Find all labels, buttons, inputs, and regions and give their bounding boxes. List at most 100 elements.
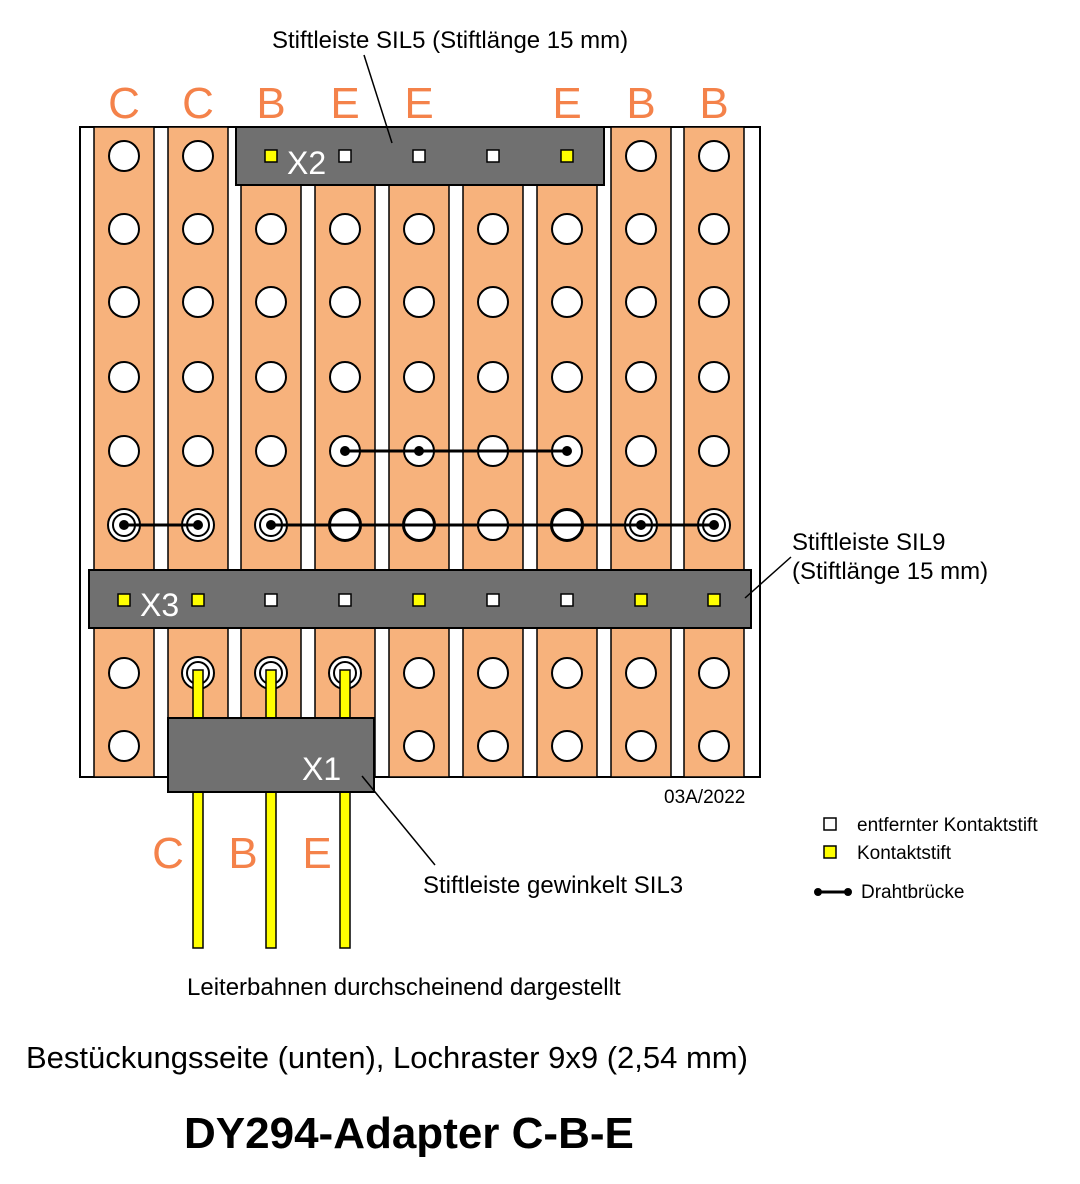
- legend: entfernter Kontaktstift Kontaktstift Dra…: [814, 815, 1038, 903]
- top-pin-letter: E: [552, 79, 581, 128]
- solder-hole: [108, 140, 140, 172]
- x3-leader-line: [744, 556, 792, 599]
- solder-hole: [329, 213, 361, 245]
- solder-hole: [698, 730, 730, 762]
- wire-bridge-dot: [709, 520, 719, 530]
- solder-hole: [255, 435, 287, 467]
- solder-hole: [403, 657, 435, 689]
- solder-hole: [625, 140, 657, 172]
- version-label: 03A/2022: [664, 787, 745, 808]
- x1-leader-line: [361, 775, 436, 866]
- solder-hole: [551, 286, 583, 318]
- connector-x3-pins: [117, 593, 721, 607]
- connector-x2-pin: [338, 149, 352, 163]
- top-pin-letter: B: [626, 79, 655, 128]
- solder-hole: [403, 286, 435, 318]
- solder-hole: [182, 361, 214, 393]
- top-pin-letter: C: [182, 79, 214, 128]
- transparency-note: Leiterbahnen durchscheinend dargestellt: [187, 974, 621, 1001]
- solder-hole: [108, 361, 140, 393]
- solder-hole: [108, 730, 140, 762]
- connector-x2-name: X2: [287, 145, 326, 181]
- connector-x2-pin: [412, 149, 426, 163]
- connector-x2-pin: [264, 149, 278, 163]
- solder-hole: [108, 286, 140, 318]
- solder-hole: [255, 286, 287, 318]
- solder-hole: [551, 361, 583, 393]
- connector-x3-pin: [412, 593, 426, 607]
- solder-hole: [698, 286, 730, 318]
- connector-x2-pin: [486, 149, 500, 163]
- wire-bridge-dot: [340, 446, 350, 456]
- solder-hole: [551, 657, 583, 689]
- connector-x3-pin: [338, 593, 352, 607]
- solder-hole: [698, 435, 730, 467]
- wire-bridge-dot: [562, 446, 572, 456]
- legend-removed-label: entfernter Kontaktstift: [857, 815, 1038, 836]
- connector-x3-pin: [707, 593, 721, 607]
- legend-removed-swatch: [823, 817, 837, 831]
- legend-bridge-dot-right: [844, 888, 852, 896]
- solder-hole: [403, 213, 435, 245]
- solder-hole: [477, 286, 509, 318]
- legend-contact-label: Kontaktstift: [857, 843, 952, 864]
- bottom-pin-letter: E: [302, 829, 331, 878]
- wire-bridges: [119, 446, 719, 530]
- solder-hole: [403, 730, 435, 762]
- solder-hole: [182, 213, 214, 245]
- top-pin-letter: B: [256, 79, 285, 128]
- solder-hole: [625, 657, 657, 689]
- top-pin-letter: B: [699, 79, 728, 128]
- connector-x3-name: X3: [140, 587, 179, 623]
- connector-x2-pin: [560, 149, 574, 163]
- solder-hole: [625, 435, 657, 467]
- solder-hole: [182, 140, 214, 172]
- solder-hole: [551, 213, 583, 245]
- connector-x2: X2: [235, 126, 605, 186]
- solder-hole: [625, 361, 657, 393]
- connector-x2-pins: [264, 149, 574, 163]
- connector-x3-pin: [486, 593, 500, 607]
- solder-hole: [255, 213, 287, 245]
- solder-hole: [625, 213, 657, 245]
- connector-x3-pin: [264, 593, 278, 607]
- solder-hole: [108, 435, 140, 467]
- legend-bridge-label: Drahtbrücke: [861, 882, 965, 903]
- solder-hole: [403, 361, 435, 393]
- solder-hole: [108, 657, 140, 689]
- solder-hole: [477, 213, 509, 245]
- subtitle: Bestückungsseite (unten), Lochraster 9x9…: [26, 1040, 748, 1075]
- wire-bridge-dot: [414, 446, 424, 456]
- connector-x1-body: [167, 717, 375, 793]
- connector-x1-leg: [339, 669, 351, 949]
- solder-hole: [698, 361, 730, 393]
- solder-hole: [329, 361, 361, 393]
- title: DY294-Adapter C-B-E: [184, 1109, 634, 1158]
- top-pin-letter: C: [108, 79, 140, 128]
- connector-x3-pin: [634, 593, 648, 607]
- top-pin-letter: E: [404, 79, 433, 128]
- solder-hole: [698, 213, 730, 245]
- connector-x1-leg: [192, 669, 204, 949]
- solder-hole: [182, 286, 214, 318]
- solder-hole: [625, 286, 657, 318]
- solder-hole: [255, 361, 287, 393]
- connector-x1-pins: [192, 669, 351, 949]
- connector-x1-name: X1: [302, 751, 341, 787]
- x2-label: Stiftleiste SIL5 (Stiftlänge 15 mm): [272, 27, 628, 54]
- solder-hole: [182, 435, 214, 467]
- solder-hole: [108, 213, 140, 245]
- connector-x3-pin: [117, 593, 131, 607]
- wire-bridge-dot: [119, 520, 129, 530]
- connector-x3-pin: [191, 593, 205, 607]
- bottom-pin-letter: B: [228, 829, 257, 878]
- bottom-pin-letter: C: [152, 829, 184, 878]
- connector-x1: X1: [167, 717, 375, 793]
- solder-hole: [329, 286, 361, 318]
- x1-label: Stiftleiste gewinkelt SIL3: [423, 872, 683, 899]
- connector-x3: X3: [88, 569, 752, 629]
- wire-bridge-dot: [266, 520, 276, 530]
